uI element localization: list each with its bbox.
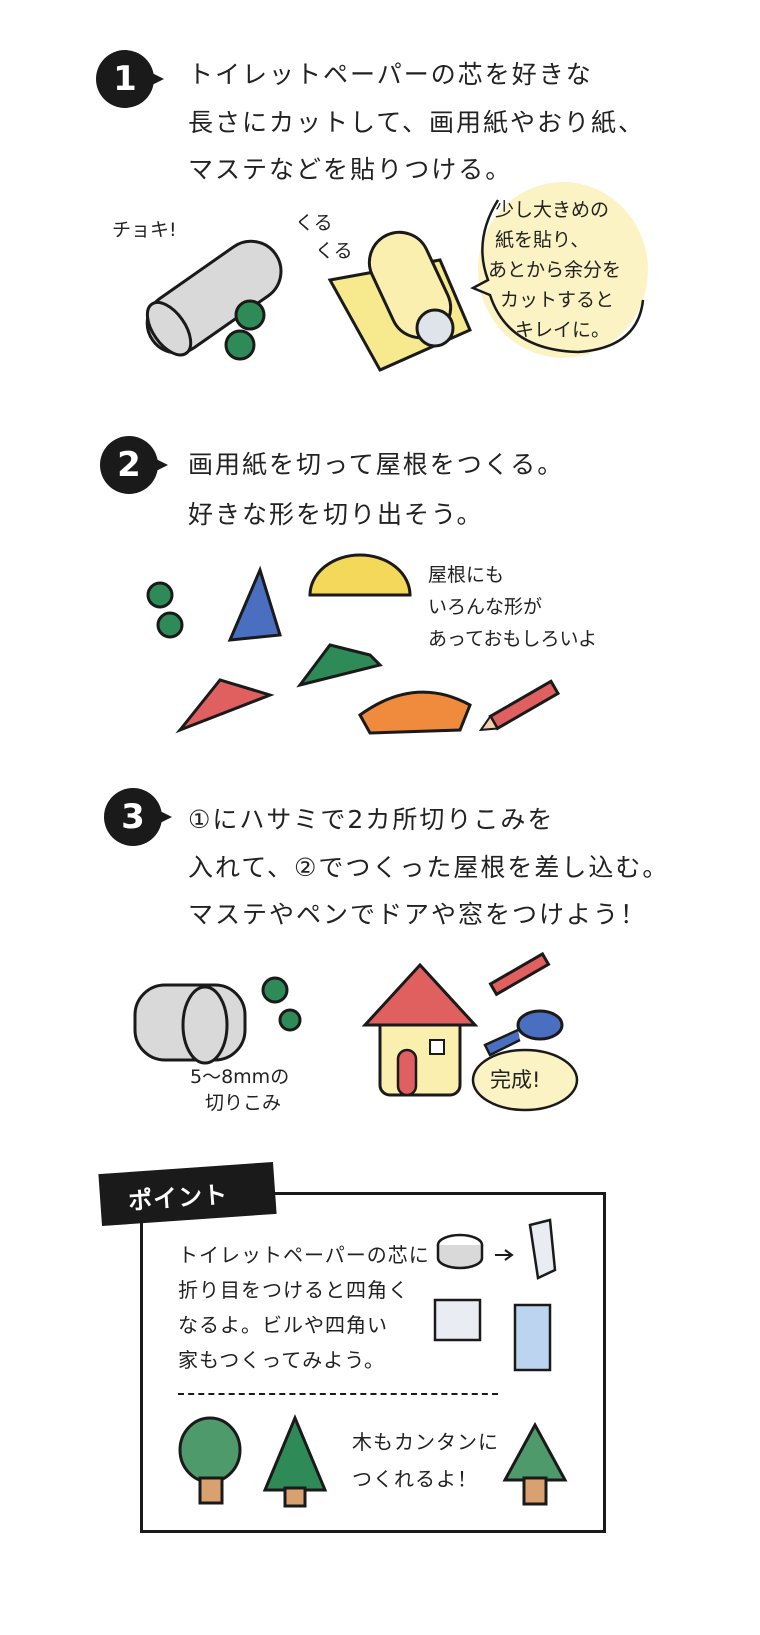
tip-line-4: カットすると — [500, 289, 615, 311]
step-2-line-1: 画用紙を切って屋根をつくる。 — [188, 450, 565, 479]
step-1-badge: 1 — [96, 50, 164, 108]
sound-cut: チョキ! — [112, 219, 177, 241]
roof-shapes-illustration — [146, 553, 561, 735]
roof-note-line-3: あっておもしろいよ — [428, 628, 598, 650]
step-3-badge: 3 — [104, 788, 172, 846]
paper-tube-cut-illustration — [145, 239, 283, 361]
step-2-line-2: 好きな形を切り出そう。 — [188, 500, 484, 529]
cone-tree-illustration — [502, 1421, 568, 1506]
tip-line-1: 少し大きめの — [495, 199, 610, 221]
roof-note-line-1: 屋根にも — [428, 564, 505, 586]
cut-note-line-2: 切りこみ — [205, 1092, 282, 1114]
trees-illustration — [178, 1414, 328, 1508]
sound-roll-1: くる — [295, 212, 333, 234]
step-1-line-1: トイレットペーパーの芯を好きな — [188, 60, 593, 89]
point-line-3: なるよ。ビルや四角い — [178, 1313, 388, 1337]
divider — [178, 1393, 498, 1395]
point-line-1: トイレットペーパーの芯に — [178, 1243, 430, 1267]
cut-slit-illustration — [133, 976, 302, 1065]
point-tag-label: ポイント — [127, 1180, 230, 1216]
sound-roll-2: くる — [315, 240, 353, 262]
point-box — [140, 1192, 606, 1533]
tip-bubble — [470, 182, 648, 358]
step-1-line-2: 長さにカットして、画用紙やおり紙、 — [188, 108, 646, 137]
done-label: 完成! — [490, 1068, 541, 1092]
roof-note-line-2: いろんな形が — [428, 596, 543, 618]
step-1-line-3: マステなどを貼りつける。 — [188, 155, 513, 184]
tip-line-2: 紙を貼り、 — [495, 229, 590, 251]
yellow-paper-roll-illustration — [327, 230, 472, 372]
done-bubble — [471, 1048, 579, 1112]
point-line-2: 折り目をつけると四角く — [178, 1278, 409, 1302]
tip-line-3: あとから余分を — [488, 259, 622, 281]
tip-line-5: キレイに。 — [515, 319, 611, 341]
step-3-line-2: 入れて、②でつくった屋根を差し込む。 — [188, 853, 670, 882]
point-line-4: 家もつくってみよう。 — [178, 1348, 385, 1372]
tree-line-1: 木もカンタンに — [352, 1430, 499, 1454]
finished-house-illustration — [361, 951, 564, 1097]
cut-note-line-1: 5〜8mmの — [190, 1066, 290, 1088]
step-3-line-1: ①にハサミで2カ所切りこみを — [188, 805, 555, 834]
step-3-line-3: マステやペンでドアや窓をつけよう！ — [188, 900, 648, 929]
square-tube-illustration — [433, 1218, 557, 1372]
step-2-badge: 2 — [100, 436, 168, 494]
tree-line-2: つくれるよ！ — [352, 1467, 478, 1491]
